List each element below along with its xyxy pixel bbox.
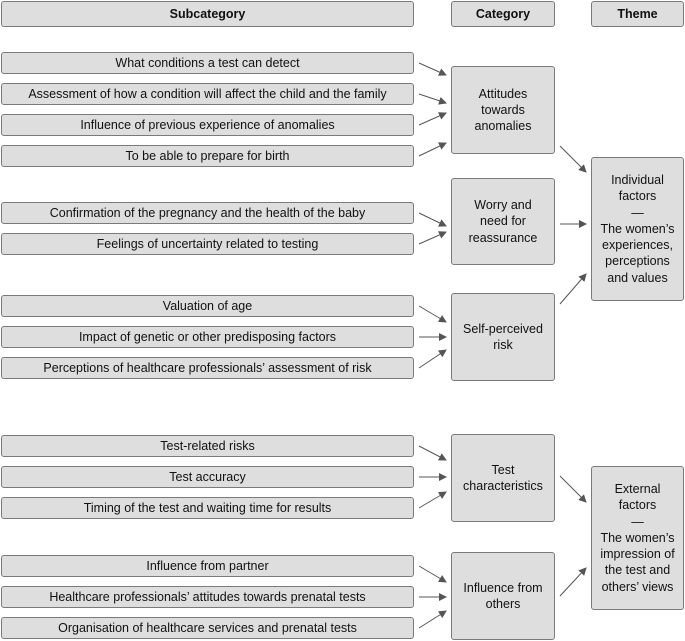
theme-box: External factors — The women’s impressio… — [591, 466, 684, 610]
arrow — [418, 349, 447, 369]
subcategory-box: Influence of previous experience of anom… — [1, 114, 414, 136]
theme-header: Theme — [591, 1, 684, 27]
subcategory-box: Assessment of how a condition will affec… — [1, 83, 414, 105]
arrow — [418, 142, 447, 157]
arrow — [418, 112, 447, 126]
subcategory-box: Impact of genetic or other predisposing … — [1, 326, 414, 348]
arrow — [418, 565, 447, 583]
category-box: Worry and need for reassurance — [451, 178, 555, 265]
category-header: Category — [451, 1, 555, 27]
arrow — [418, 231, 447, 245]
subcategory-box: Influence from partner — [1, 555, 414, 577]
subcategory-box: Valuation of age — [1, 295, 414, 317]
arrow — [559, 475, 587, 503]
subcategory-box: Test-related risks — [1, 435, 414, 457]
subcategory-header: Subcategory — [1, 1, 414, 27]
arrow — [418, 212, 447, 227]
subcategory-box: What conditions a test can detect — [1, 52, 414, 74]
subcategory-box: Organisation of healthcare services and … — [1, 617, 414, 639]
theme-box: Individual factors — The women’s experie… — [591, 157, 684, 301]
subcategory-box: Test accuracy — [1, 466, 414, 488]
category-box: Self-perceived risk — [451, 293, 555, 381]
subcategory-box: Feelings of uncertainty related to testi… — [1, 233, 414, 255]
subcategory-box: To be able to prepare for birth — [1, 145, 414, 167]
arrow — [418, 62, 447, 76]
arrow — [418, 93, 447, 105]
arrow — [559, 145, 587, 173]
arrow — [559, 567, 587, 597]
category-box: Test characteristics — [451, 434, 555, 522]
subcategory-box: Healthcare professionals’ attitudes towa… — [1, 586, 414, 608]
subcategory-box: Timing of the test and waiting time for … — [1, 497, 414, 519]
subcategory-box: Confirmation of the pregnancy and the he… — [1, 202, 414, 224]
subcategory-box: Perceptions of healthcare professionals’… — [1, 357, 414, 379]
arrow — [418, 305, 447, 323]
arrow — [418, 610, 447, 629]
category-box: Attitudes towards anomalies — [451, 66, 555, 154]
category-box: Influence from others — [451, 552, 555, 640]
arrow — [559, 273, 587, 305]
arrow — [418, 445, 447, 461]
arrow — [418, 491, 447, 509]
